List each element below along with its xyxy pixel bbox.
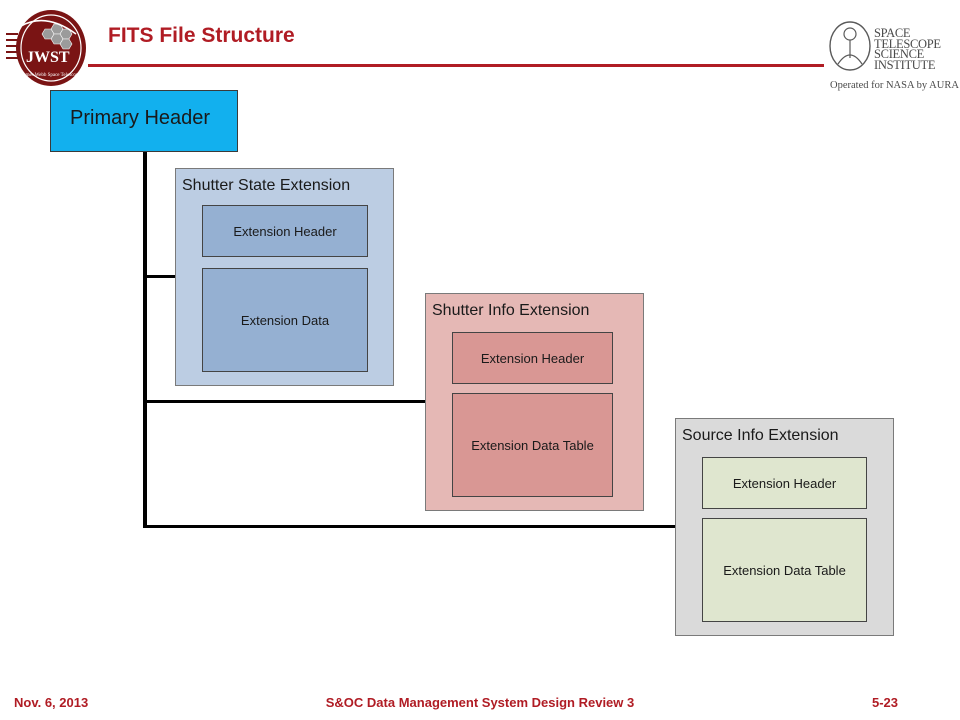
- extension-data-box: Extension Data: [202, 268, 368, 372]
- extension-header-box: Extension Header: [702, 457, 867, 509]
- jwst-logo-caption: James Webb Space Telescope: [21, 73, 81, 78]
- extension-data-table-box: Extension Data Table: [702, 518, 867, 622]
- connector-trunk: [143, 152, 147, 528]
- connector-branch-shutter-state: [143, 275, 176, 278]
- primary-header-box: Primary Header: [50, 90, 238, 152]
- footer-date: Nov. 6, 2013: [14, 695, 89, 710]
- source-info-extension: Source Info Extension Extension Header E…: [675, 418, 894, 636]
- extension-header-box: Extension Header: [452, 332, 613, 384]
- shutter-state-extension: Shutter State Extension Extension Header…: [175, 168, 394, 386]
- extension-title: Shutter Info Extension: [432, 302, 590, 319]
- jwst-logo-text: JWST: [26, 49, 70, 66]
- title-rule: [88, 64, 824, 67]
- extension-header-box: Extension Header: [202, 205, 368, 257]
- stsci-line: INSTITUTE: [874, 57, 936, 72]
- stsci-line: TELESCOPE: [874, 36, 941, 51]
- stsci-line: SPACE: [874, 26, 911, 40]
- stsci-line: SCIENCE: [874, 47, 924, 61]
- footer-review-title: S&OC Data Management System Design Revie…: [325, 695, 635, 710]
- extension-title: Shutter State Extension: [182, 177, 351, 194]
- stsci-wordmark: SPACE TELESCOPE SCIENCE INSTITUTE: [874, 26, 941, 72]
- connector-branch-shutter-info: [143, 400, 426, 403]
- extension-title: Source Info Extension: [682, 427, 839, 444]
- slide-title: FITS File Structure: [108, 24, 295, 47]
- shutter-info-extension: Shutter Info Extension Extension Header …: [425, 293, 644, 511]
- connector-branch-source-info: [143, 525, 676, 528]
- stsci-subtitle: Operated for NASA by AURA: [830, 80, 959, 91]
- jwst-logo: JWST James Webb Space Telescope: [6, 10, 86, 86]
- extension-data-table-box: Extension Data Table: [452, 393, 613, 497]
- footer-page-number: 5-23: [872, 695, 899, 710]
- stsci-logo: [829, 21, 871, 71]
